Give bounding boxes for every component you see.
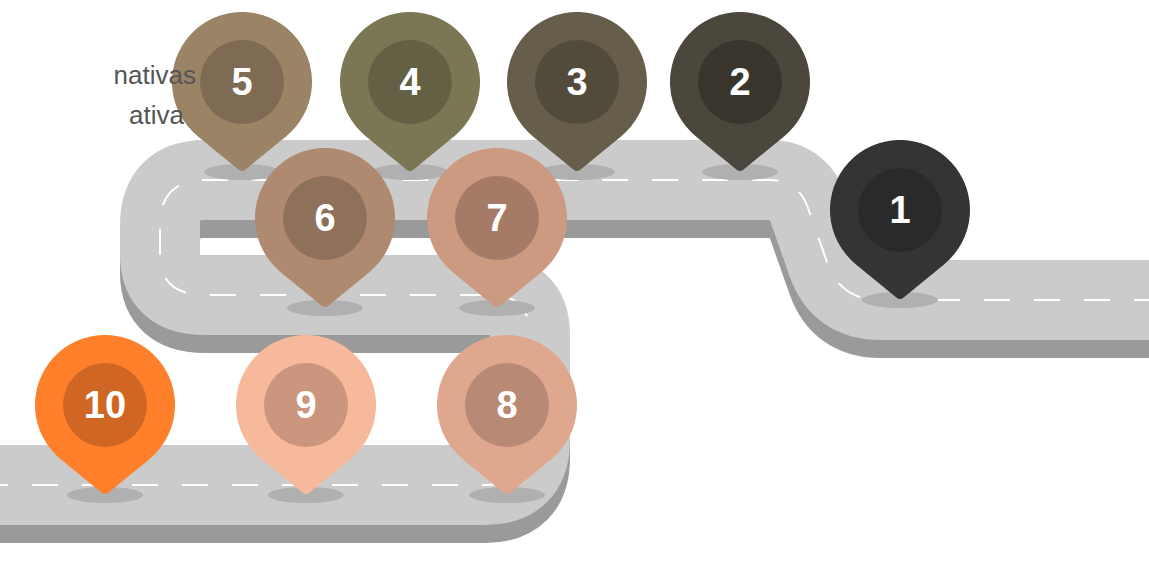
map-pin: 6 xyxy=(255,148,395,318)
pin-body xyxy=(670,12,810,171)
map-pin: 4 xyxy=(340,12,480,182)
map-pin: 5 xyxy=(172,12,312,182)
road-dashes xyxy=(0,180,1149,485)
pin-body xyxy=(830,140,970,299)
step-number: 6 xyxy=(255,148,395,288)
pin-body xyxy=(236,335,376,494)
pin-body xyxy=(172,12,312,171)
step-number: 3 xyxy=(507,12,647,152)
step-number: 10 xyxy=(35,335,175,475)
step-number: 9 xyxy=(236,335,376,475)
partial-text: nativas xyxy=(114,60,196,91)
step-number: 4 xyxy=(340,12,480,152)
step-number: 7 xyxy=(427,148,567,288)
pin-body xyxy=(427,148,567,307)
map-pin: 10 xyxy=(35,335,175,505)
map-pin: 2 xyxy=(670,12,810,182)
pin-body xyxy=(340,12,480,171)
map-pin: 7 xyxy=(427,148,567,318)
step-number: 2 xyxy=(670,12,810,152)
step-number: 1 xyxy=(830,140,970,280)
map-pin: 9 xyxy=(236,335,376,505)
pin-body xyxy=(437,335,577,494)
map-pin: 1 xyxy=(830,140,970,310)
map-pin: 8 xyxy=(437,335,577,505)
pin-body xyxy=(35,335,175,494)
step-number: 8 xyxy=(437,335,577,475)
pin-body xyxy=(507,12,647,171)
partial-text: ativa xyxy=(129,100,184,131)
pin-body xyxy=(255,148,395,307)
road xyxy=(0,180,1149,503)
road-surface xyxy=(0,180,1149,485)
